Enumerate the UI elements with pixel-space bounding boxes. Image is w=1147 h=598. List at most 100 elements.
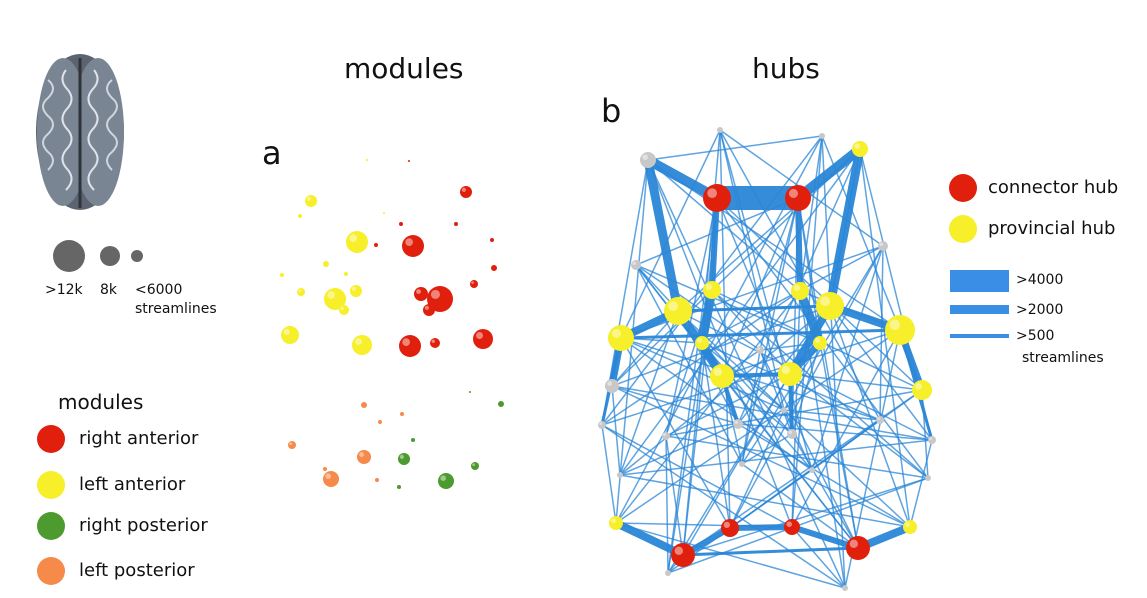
- hub-legend-label-connector: connector hub: [988, 177, 1119, 198]
- module-node-37-body: [357, 450, 371, 464]
- module-node-30-body: [438, 473, 454, 489]
- network-edge-127: [737, 423, 933, 441]
- module-node-11: [454, 222, 458, 226]
- modules-legend-label-left-posterior: left posterior: [79, 560, 195, 581]
- network-node-g: [665, 570, 671, 576]
- module-node-15-body: [305, 195, 317, 207]
- network-edge-125: [601, 424, 793, 528]
- network-node-n-body: [781, 407, 787, 413]
- network-node-G-shine: [668, 301, 678, 311]
- network-node-Z-shine: [786, 521, 792, 527]
- edge-legend-label-500: >500: [1016, 328, 1055, 344]
- module-node-17-body: [324, 288, 346, 310]
- module-node-22: [297, 288, 305, 296]
- network-node-R: [912, 380, 932, 400]
- network-node-R-shine: [915, 383, 922, 390]
- module-node-39-body: [361, 402, 367, 408]
- network-node-D-body: [785, 185, 811, 211]
- network-edge-79: [789, 373, 929, 479]
- network-node-b-shine: [663, 433, 666, 436]
- module-node-0-body: [460, 186, 472, 198]
- module-node-5-shine: [476, 332, 483, 339]
- network-edge-86: [620, 337, 731, 529]
- module-node-4-shine: [424, 305, 429, 310]
- modules-legend-title: modules: [58, 390, 144, 414]
- network-node-T-body: [878, 241, 888, 251]
- size-circle-large: [53, 240, 85, 272]
- network-node-k-body: [617, 472, 623, 478]
- module-node-19-body: [339, 305, 349, 315]
- network-edge-106: [729, 245, 884, 529]
- module-node-37: [357, 450, 371, 464]
- module-node-1: [402, 235, 424, 257]
- network-node-E: [717, 127, 723, 133]
- module-node-3-shine: [416, 289, 421, 294]
- network-edge-109: [783, 245, 884, 411]
- network-node-i: [809, 467, 815, 473]
- module-node-17: [324, 288, 346, 310]
- network-node-E-body: [717, 127, 723, 133]
- network-node-f-body: [928, 436, 936, 444]
- edge-legend-bar-2000: [950, 305, 1009, 314]
- module-dot-left-anterior: [37, 471, 65, 499]
- network-edge-91: [791, 329, 901, 528]
- network-node-P-body: [885, 315, 915, 345]
- network-edge-13: [619, 148, 861, 476]
- module-node-16-shine: [349, 234, 357, 242]
- module-node-20-shine: [283, 328, 290, 335]
- module-node-7-shine: [431, 339, 435, 343]
- network-edge-104: [635, 264, 743, 465]
- network-node-R-body: [912, 380, 932, 400]
- network-node-c-body: [787, 429, 797, 439]
- network-edge-119: [791, 433, 859, 549]
- module-node-18: [350, 285, 362, 297]
- network-node-j: [842, 585, 848, 591]
- module-node-18-body: [350, 285, 362, 297]
- network-node-e-shine: [599, 422, 602, 425]
- module-node-29: [398, 453, 410, 465]
- module-node-7: [430, 338, 440, 348]
- module-node-7-body: [430, 338, 440, 348]
- network-node-C: [703, 184, 731, 212]
- module-node-38: [288, 441, 296, 449]
- network-edge-81: [819, 342, 859, 549]
- network-node-G: [664, 297, 692, 325]
- network-node-A-shine: [642, 154, 648, 160]
- network-edge-124: [729, 409, 785, 529]
- module-node-3-body: [414, 287, 428, 301]
- network-node-K: [791, 282, 809, 300]
- network-node-V: [903, 520, 917, 534]
- module-node-36-shine: [325, 473, 332, 480]
- network-edge-121: [759, 349, 859, 549]
- network-edge-133: [811, 419, 881, 471]
- network-node-e-body: [598, 421, 606, 429]
- network-edge-26: [741, 197, 799, 465]
- network-node-a-shine: [734, 420, 738, 424]
- network-node-O-shine: [611, 328, 621, 339]
- network-edge-120: [741, 463, 859, 549]
- network-edge-169: [681, 546, 860, 557]
- size-label-small: <6000: [135, 282, 183, 298]
- module-node-21-body: [352, 335, 372, 355]
- module-node-36: [323, 471, 339, 487]
- network-edge-142: [793, 144, 865, 203]
- module-node-39: [361, 402, 367, 408]
- network-edge-21: [721, 197, 799, 377]
- network-edge-168: [619, 328, 902, 340]
- network-node-J: [695, 336, 709, 350]
- module-node-20: [281, 326, 299, 344]
- network-node-c: [787, 429, 797, 439]
- network-edge-1: [647, 159, 801, 292]
- network-node-J-shine: [697, 338, 702, 343]
- network-node-k: [617, 472, 623, 478]
- module-node-21-shine: [355, 338, 362, 345]
- module-node-38-shine: [289, 442, 292, 445]
- hub-dot-provincial: [949, 215, 977, 243]
- hub-dot-connector: [949, 174, 977, 202]
- network-node-Y: [721, 519, 739, 537]
- edge-legend-bar-4000: [950, 270, 1009, 292]
- network-edge-115: [619, 474, 911, 528]
- panel-letter-a: a: [262, 134, 282, 172]
